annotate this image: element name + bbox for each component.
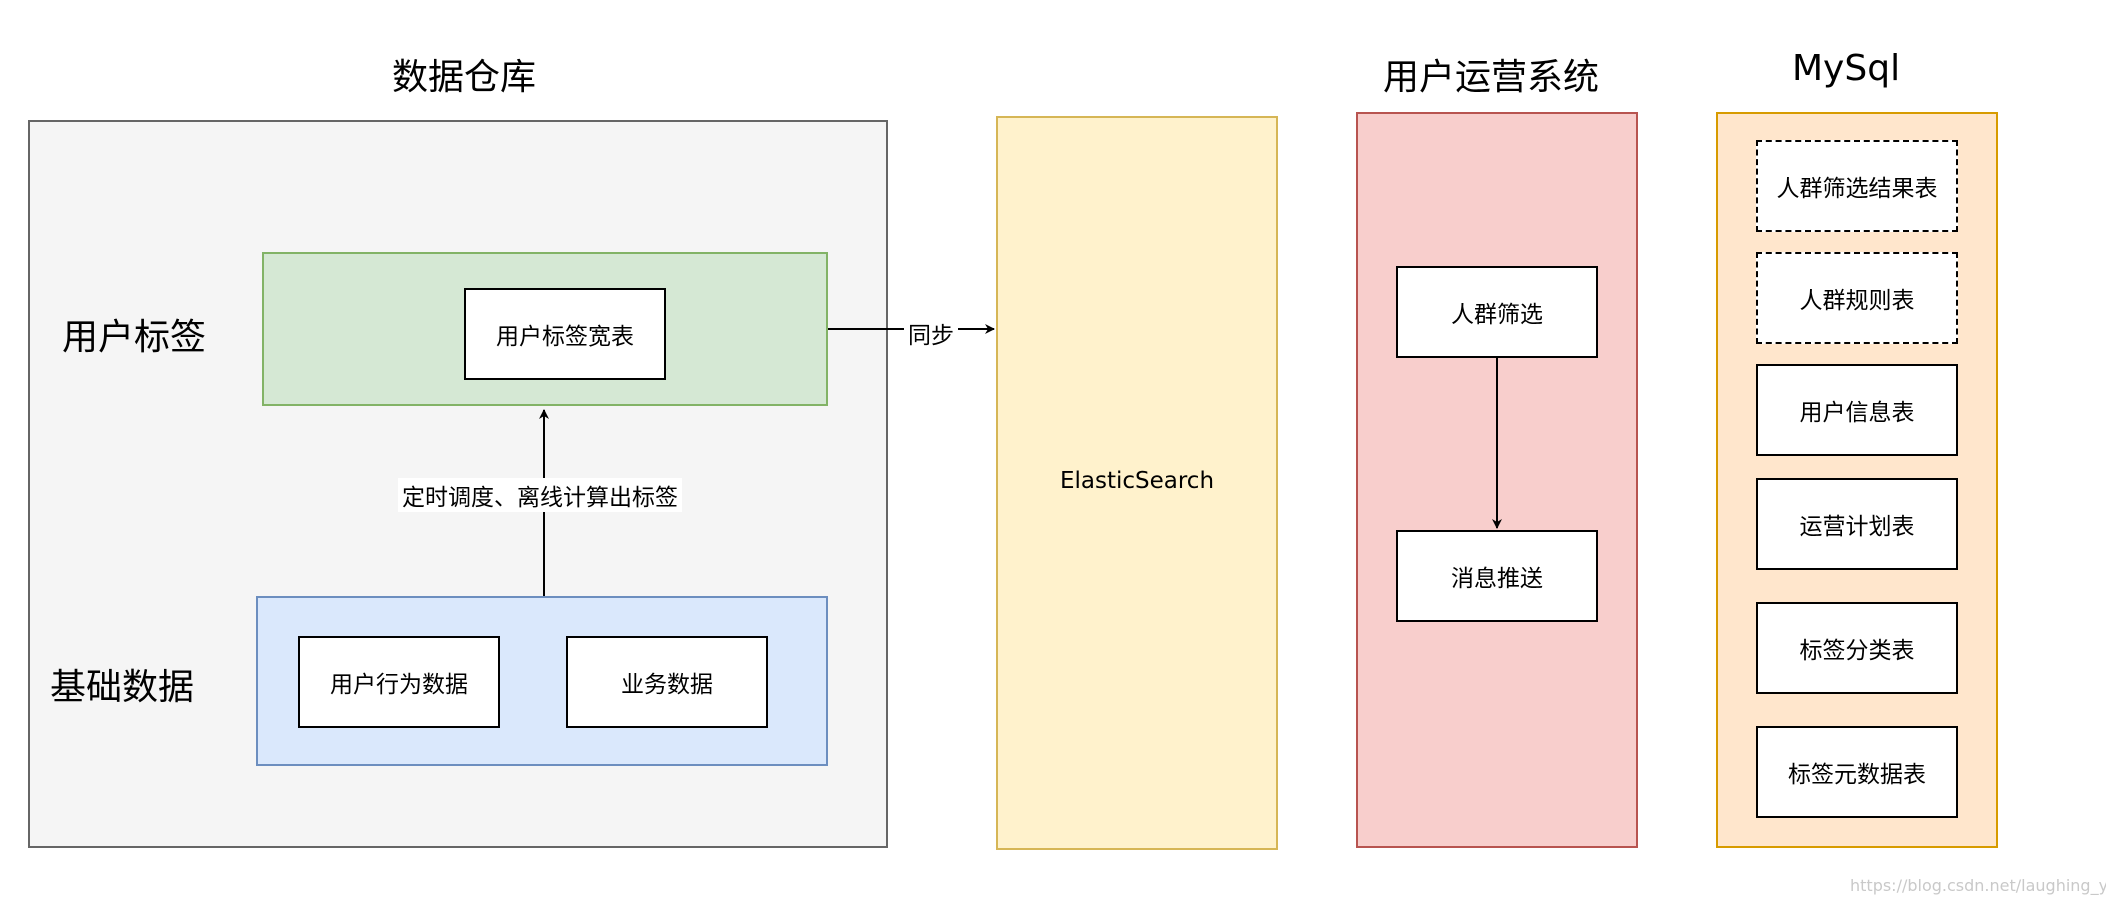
crowd-filter-step[interactable]: 人群筛选: [1396, 266, 1598, 358]
message-push-step[interactable]: 消息推送: [1396, 530, 1598, 622]
watermark: https://blog.csdn.net/laughing_yang: [1850, 876, 2106, 895]
user-behavior-data-table[interactable]: 用户行为数据: [298, 636, 500, 728]
sync-edge-label: 同步: [904, 316, 958, 350]
base-data-label: 基础数据: [50, 667, 195, 708]
user-tag-wide-table[interactable]: 用户标签宽表: [464, 288, 666, 380]
warehouse-title: 数据仓库: [392, 57, 537, 98]
ops-system-container: [1356, 112, 1638, 848]
mysql-table[interactable]: 运营计划表: [1756, 478, 1958, 570]
user-tags-label: 用户标签: [62, 317, 207, 358]
elasticsearch-label: ElasticSearch: [1059, 468, 1215, 494]
mysql-table[interactable]: 人群筛选结果表: [1756, 140, 1958, 232]
mysql-table[interactable]: 标签分类表: [1756, 602, 1958, 694]
elasticsearch-container: [996, 116, 1278, 850]
mysql-table[interactable]: 人群规则表: [1756, 252, 1958, 344]
mysql-title: MySql: [1792, 48, 1901, 89]
business-data-table[interactable]: 业务数据: [566, 636, 768, 728]
compute-edge-label: 定时调度、离线计算出标签: [398, 478, 682, 512]
mysql-table[interactable]: 用户信息表: [1756, 364, 1958, 456]
ops-system-title: 用户运营系统: [1383, 57, 1600, 98]
mysql-table[interactable]: 标签元数据表: [1756, 726, 1958, 818]
